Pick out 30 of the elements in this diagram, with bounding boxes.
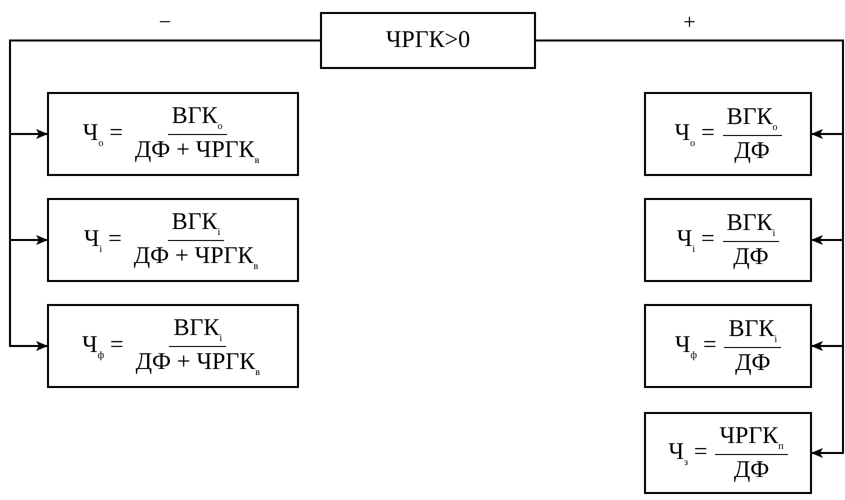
fraction-denominator: ДФ + ЧРГК$_{в}$ <box>134 348 262 378</box>
formula-left-side: Ч$_{о}$ = <box>674 120 715 148</box>
formula-box <box>47 304 299 388</box>
formula-box <box>644 304 812 388</box>
fraction-denominator: ДФ <box>733 136 771 164</box>
fraction-numerator: ВГК$_{о}$ <box>722 104 782 136</box>
fraction-denominator: ДФ <box>732 242 770 270</box>
fraction-denominator: ДФ + ЧРГК$_{в}$ <box>132 242 260 272</box>
formula-left-side: Ч$_{i}$ = <box>84 226 122 254</box>
fraction-denominator: ДФ <box>734 348 772 376</box>
formula-box <box>47 92 299 176</box>
condition-box <box>320 12 536 69</box>
formula-box <box>47 198 299 282</box>
formula-box <box>644 92 812 176</box>
fraction-denominator: ДФ + ЧРГК$_{в}$ <box>134 136 260 166</box>
formula-left-side: Ч$_{з}$ = <box>668 438 708 468</box>
formula-left-side: Ч$_{i}$ = <box>676 226 715 254</box>
formula-box <box>644 412 812 494</box>
formula-box <box>644 198 812 282</box>
formula-left-side: Ч$_{ф}$ = <box>82 332 124 360</box>
fraction-numerator: ЧРГК$_{п}$ <box>715 422 788 455</box>
fraction-numerator: ВГК$_{i}$ <box>722 210 780 242</box>
formula-left-side: Ч$_{о}$ = <box>82 120 123 148</box>
fraction-numerator: ВГК$_{о}$ <box>168 102 227 134</box>
fraction-numerator: ВГК$_{i}$ <box>168 208 224 240</box>
fraction-numerator: ВГК$_{i}$ <box>169 314 226 346</box>
formula-left-side: Ч$_{ф}$ = <box>674 332 716 360</box>
fraction-numerator: ВГК$_{i}$ <box>724 316 782 348</box>
fraction-denominator: ДФ <box>732 456 770 484</box>
condition-text: ЧРГК>0 <box>386 27 470 54</box>
